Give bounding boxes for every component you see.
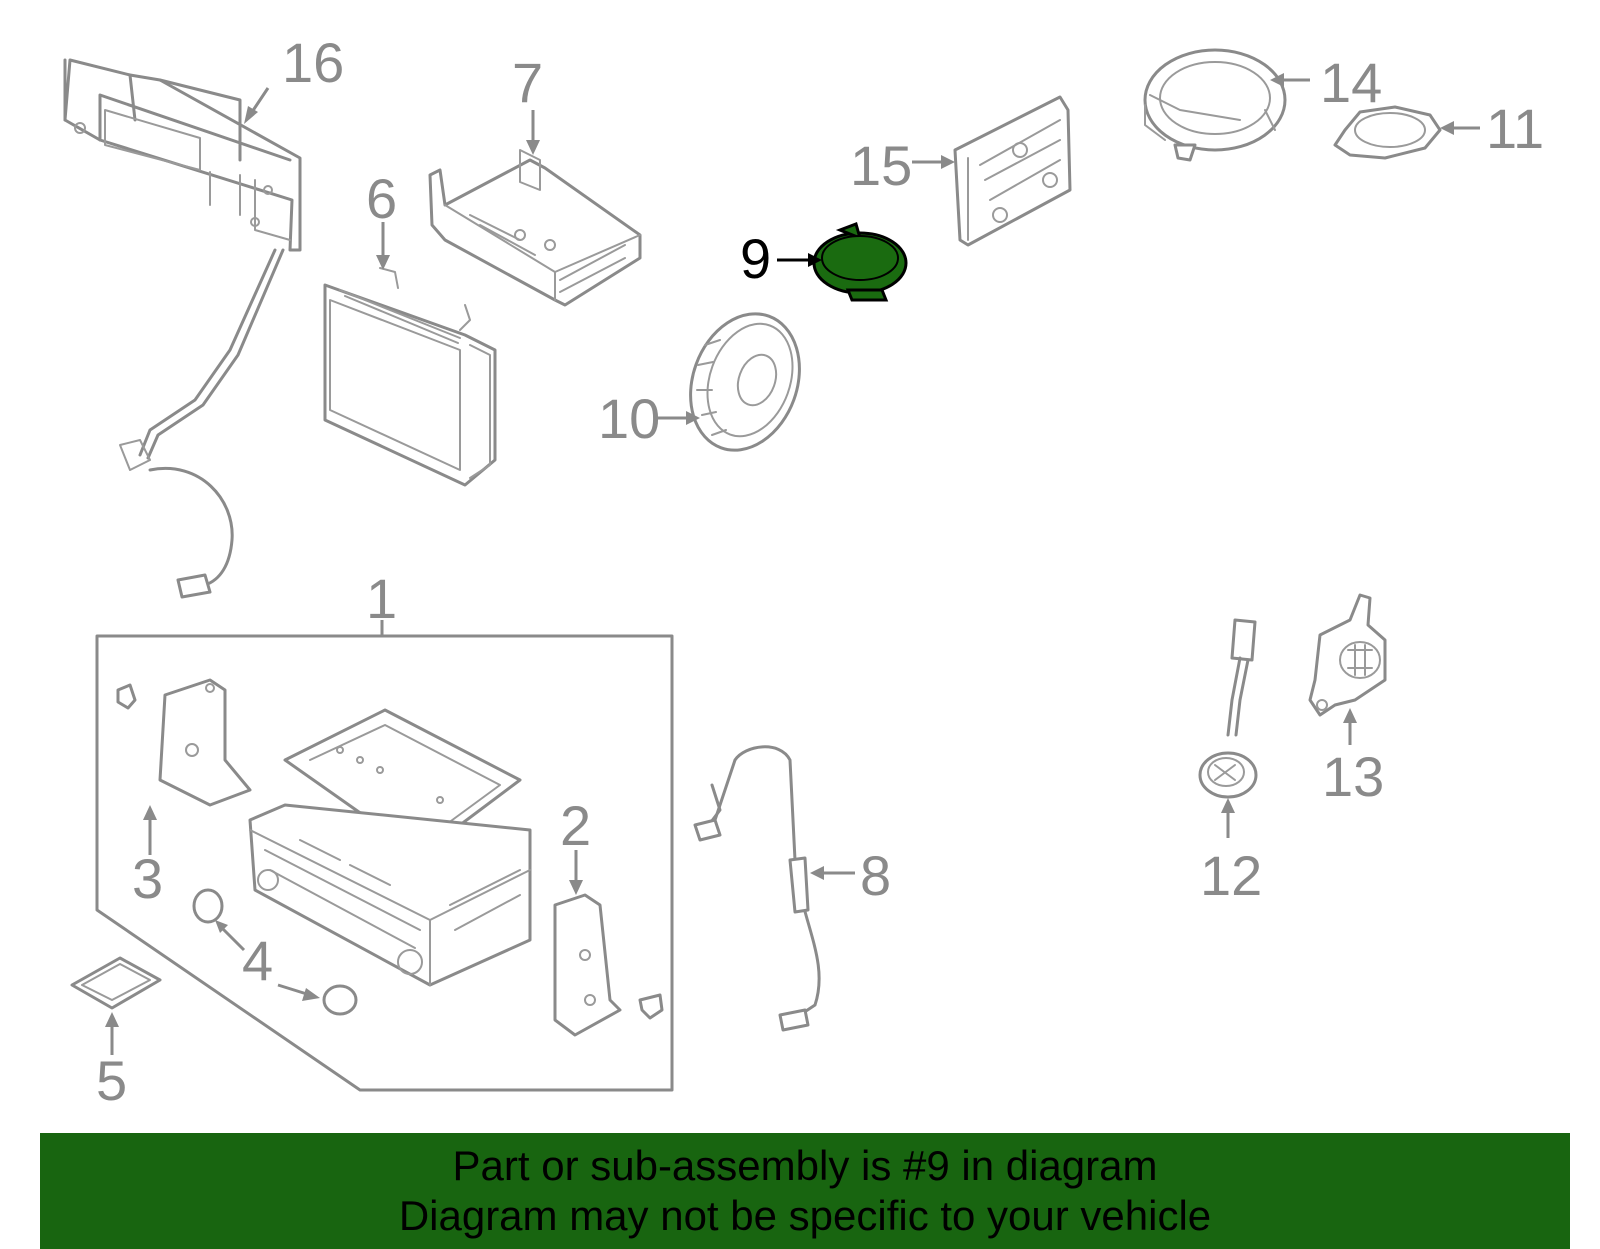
part-9-speaker <box>812 222 908 302</box>
svg-text:11: 11 <box>1486 97 1544 160</box>
svg-text:10: 10 <box>598 387 660 450</box>
svg-text:8: 8 <box>860 844 891 907</box>
part-14-speaker <box>1143 48 1287 162</box>
part-7-bracket <box>428 149 642 307</box>
part-15-module <box>953 95 1072 247</box>
info-banner: Part or sub-assembly is #9 in diagram Di… <box>40 1133 1570 1249</box>
callout-1: 1 <box>366 567 397 636</box>
part-1-assembly <box>95 634 674 1092</box>
callout-3: 3 <box>132 805 163 910</box>
callout-11: 11 <box>1440 97 1544 160</box>
callout-13: 13 <box>1322 708 1384 808</box>
svg-text:2: 2 <box>560 794 591 857</box>
callout-12: 12 <box>1200 798 1262 907</box>
part-13-sensor <box>1308 593 1387 717</box>
callout-10: 10 <box>598 387 700 450</box>
callout-8: 8 <box>810 844 891 907</box>
callout-15: 15 <box>850 134 955 197</box>
svg-text:9: 9 <box>740 227 771 290</box>
callout-16: 16 <box>244 31 344 124</box>
part-8-cable <box>693 745 821 1032</box>
callout-2: 2 <box>560 794 591 895</box>
svg-text:16: 16 <box>282 31 344 94</box>
part-11-tweeter <box>1333 105 1442 160</box>
banner-line-1: Part or sub-assembly is #9 in diagram <box>452 1142 1158 1189</box>
part-10-speaker <box>689 312 801 452</box>
banner-line-2: Diagram may not be specific to your vehi… <box>398 1192 1212 1239</box>
part-12-sensor <box>1198 618 1258 799</box>
svg-text:15: 15 <box>850 134 912 197</box>
svg-text:7: 7 <box>512 51 543 114</box>
callout-7: 7 <box>512 51 543 155</box>
svg-text:4: 4 <box>242 929 273 992</box>
svg-text:3: 3 <box>132 847 163 910</box>
part-6-display <box>323 267 497 487</box>
callout-5: 5 <box>96 1012 127 1112</box>
svg-text:6: 6 <box>366 167 397 230</box>
callout-14: 14 <box>1270 51 1382 114</box>
callout-9: 9 <box>740 227 822 290</box>
part-5-pad <box>70 956 162 1010</box>
svg-text:12: 12 <box>1200 844 1262 907</box>
svg-text:14: 14 <box>1320 51 1382 114</box>
svg-text:1: 1 <box>366 567 397 630</box>
svg-text:13: 13 <box>1322 745 1384 808</box>
part-16-bracket-cable <box>63 58 302 599</box>
callout-4: 4 <box>215 920 320 1001</box>
svg-text:5: 5 <box>96 1049 127 1112</box>
callout-6: 6 <box>366 167 397 270</box>
